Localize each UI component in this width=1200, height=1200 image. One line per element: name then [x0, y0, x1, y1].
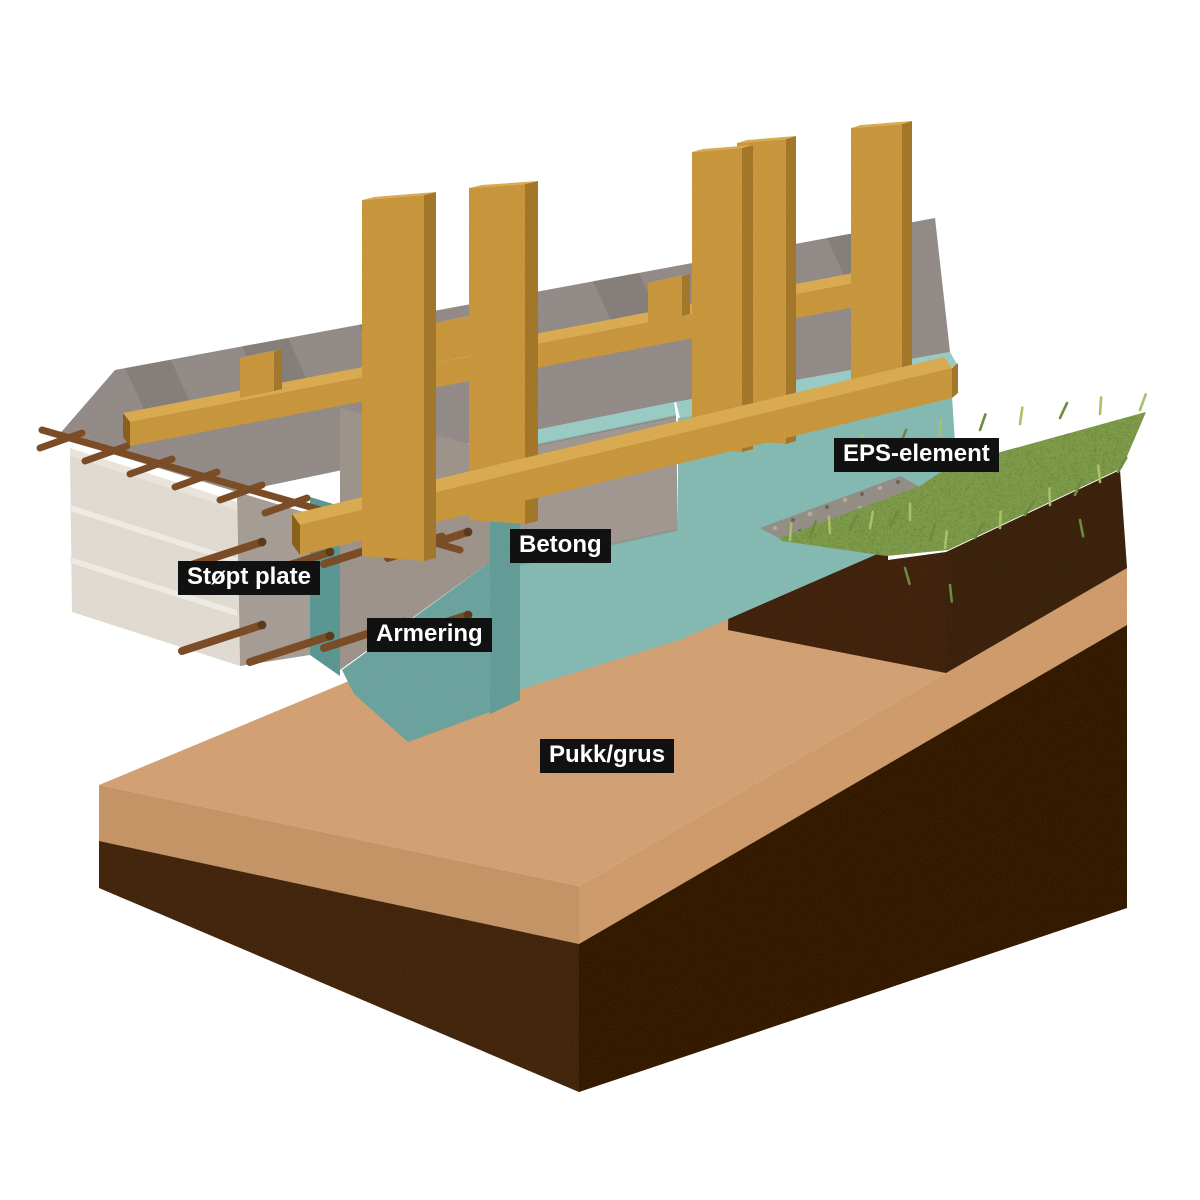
eps-teal-bottom-cut [342, 562, 490, 742]
white-stack-top-edge [70, 448, 237, 510]
stone-strip-face [760, 476, 922, 540]
label-betong: Betong [510, 529, 611, 563]
stud-c [692, 145, 753, 452]
gravel-front-left-face [99, 785, 579, 944]
wood-framing [123, 121, 958, 561]
gravel-right-band [579, 568, 1127, 944]
cast-plate-white-eps-stack [70, 455, 240, 666]
soil-front-left-face [99, 841, 579, 1092]
white-stack-gap-1 [70, 505, 237, 564]
label-stopt-plate: Støpt plate [178, 561, 320, 595]
label-pukk-grus: Pukk/grus [540, 739, 675, 773]
front-sole-plate [292, 357, 958, 555]
terrain-right-face [946, 470, 1127, 673]
stud-e [851, 121, 912, 399]
label-armering: Armering [367, 618, 492, 652]
stud-a [362, 192, 436, 561]
soil-base [99, 625, 1127, 1092]
stud-b [469, 181, 538, 524]
label-eps-element: EPS-element [834, 438, 999, 472]
white-stack-gap-2 [70, 557, 237, 616]
soil-front-right-face [579, 625, 1127, 1092]
grass-terrain-top [780, 392, 1147, 603]
